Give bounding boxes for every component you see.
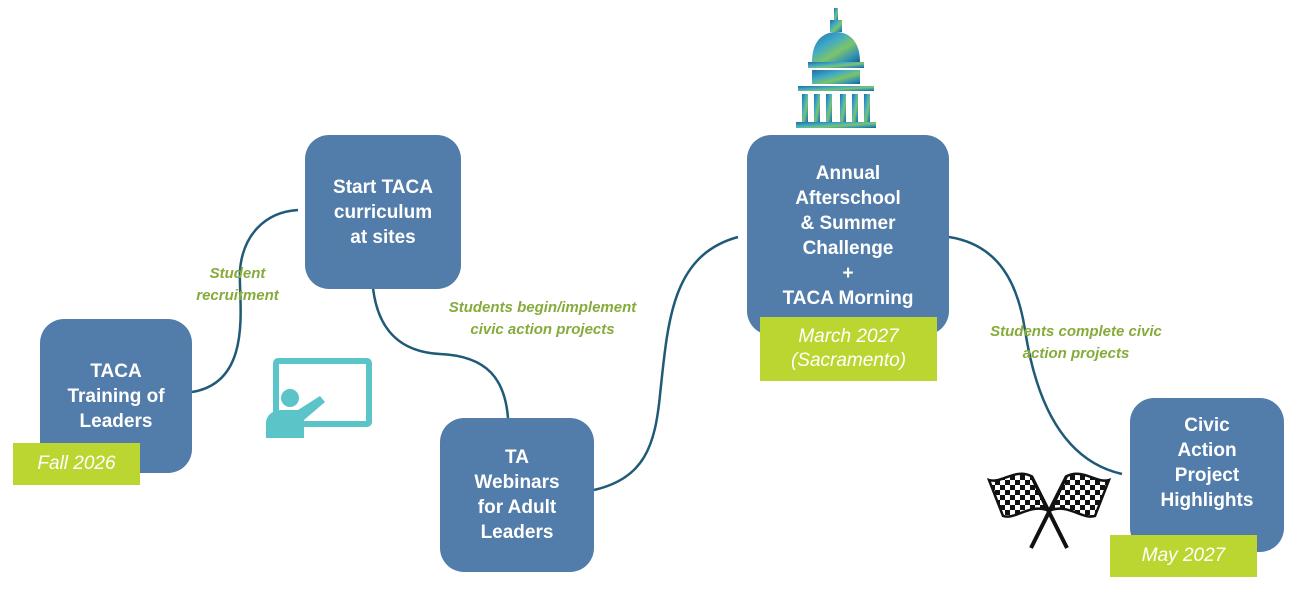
capitol-building-icon <box>796 8 876 128</box>
step-line: + <box>842 263 854 284</box>
note-line: Students begin/implement <box>448 299 637 316</box>
step-line: Start TACA <box>333 176 433 198</box>
step-line: Highlights <box>1160 490 1254 511</box>
step-annual-challenge: Annual Afterschool & Summer Challenge + … <box>747 135 949 335</box>
checkered-flags-icon <box>986 472 1112 549</box>
step-line: Leaders <box>79 410 153 432</box>
date-tag-fall-2026: Fall 2026 <box>13 443 140 485</box>
step-line: Leaders <box>480 522 554 543</box>
connector-training-to-curriculum <box>191 208 299 394</box>
date-tag-march-2027: March 2027 (Sacramento) <box>760 317 937 381</box>
note-line: action projects <box>1022 345 1130 362</box>
step-line: Challenge <box>802 238 894 259</box>
note-line: Students complete civic <box>990 323 1162 340</box>
note-line: Student <box>209 265 266 282</box>
note-student-recruitment: Student recruitment <box>170 263 305 307</box>
step-line: for Adult <box>477 497 557 518</box>
step-line: Project <box>1174 465 1240 486</box>
date-text: Fall 2026 <box>37 453 116 474</box>
date-text: (Sacramento) <box>790 350 907 371</box>
step-start-curriculum: Start TACA curriculum at sites <box>305 135 461 289</box>
step-line: at sites <box>350 226 416 248</box>
note-students-begin: Students begin/implement civic action pr… <box>420 297 665 341</box>
note-line: recruitment <box>196 287 279 304</box>
step-line: Action <box>1177 440 1237 461</box>
step-ta-webinars: TA Webinars for Adult Leaders <box>440 418 594 572</box>
step-line: Training of <box>67 385 165 407</box>
step-line: Webinars <box>474 472 560 493</box>
date-text: March 2027 <box>798 326 899 347</box>
step-line: TACA <box>90 360 142 382</box>
teacher-presentation-icon <box>266 358 372 438</box>
date-text: May 2027 <box>1141 545 1226 566</box>
connector-webinars-to-challenge <box>593 235 739 492</box>
step-line: TACA Morning <box>782 288 914 309</box>
step-line: Civic <box>1184 415 1230 436</box>
note-line: civic action projects <box>470 321 615 338</box>
step-line: & Summer <box>800 213 896 234</box>
connector-challenge-to-highlights <box>948 235 1123 476</box>
note-students-complete: Students complete civic action projects <box>966 321 1186 365</box>
step-line: TA <box>505 447 529 468</box>
step-line: curriculum <box>333 201 433 223</box>
step-civic-action-highlights: Civic Action Project Highlights <box>1130 398 1284 552</box>
step-line: Annual <box>815 163 881 184</box>
connector-curriculum-to-webinars <box>371 287 510 419</box>
date-tag-may-2027: May 2027 <box>1110 535 1257 577</box>
step-line: Afterschool <box>795 188 901 209</box>
